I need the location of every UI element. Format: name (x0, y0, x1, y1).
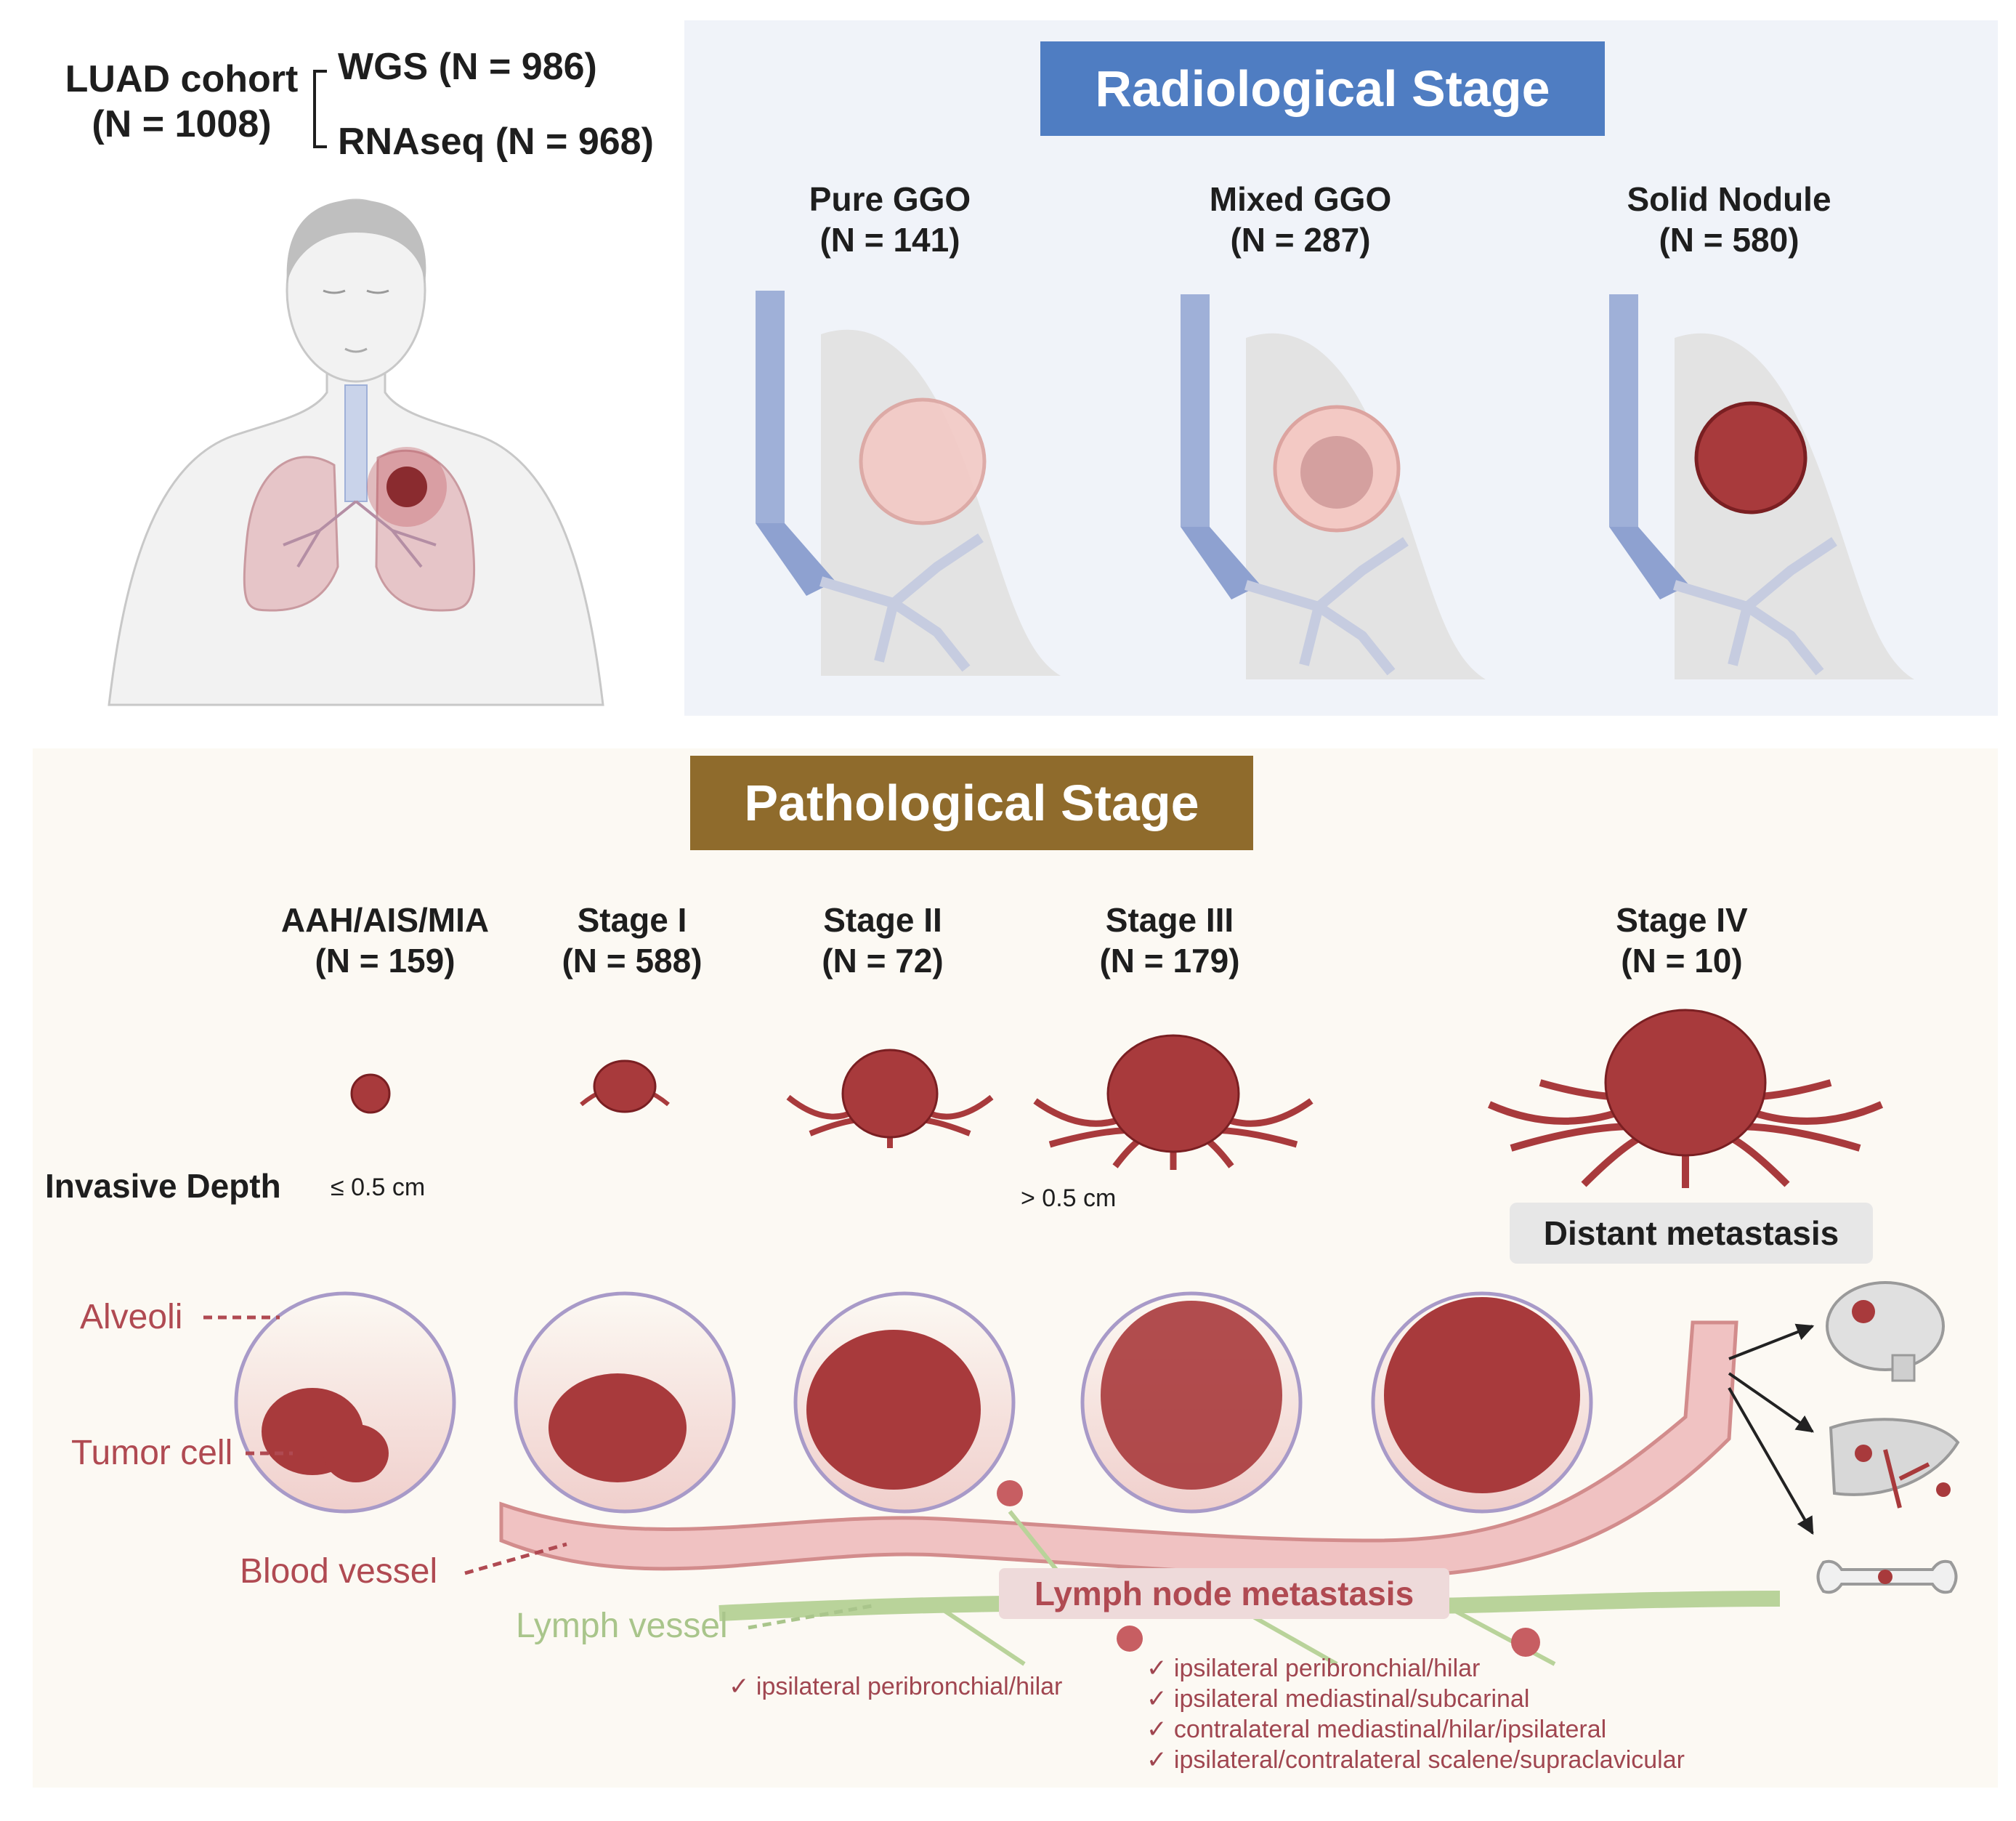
alveolus-3 (793, 1291, 1016, 1514)
cohort-name: LUAD cohort (65, 58, 299, 100)
cohort-count: (N = 1008) (92, 103, 272, 145)
stage-count: (N = 588) (562, 942, 703, 980)
stage-count: (N = 159) (315, 942, 456, 980)
lung-mixed-ggo (1181, 294, 1486, 679)
cohort-title: LUAD cohort (N = 1008) (58, 57, 305, 147)
n2-site-2: ✓ ipsilateral mediastinal/subcarinal (1146, 1685, 1530, 1713)
tumor-stage-ii (786, 1049, 994, 1148)
stage-name: Mixed GGO (1209, 180, 1392, 218)
alveolus-5 (1371, 1291, 1593, 1514)
liver-icon (1829, 1418, 1960, 1509)
radiological-banner: Radiological Stage (1040, 41, 1605, 136)
n2-site-1: ✓ ipsilateral peribronchial/hilar (1146, 1655, 1481, 1682)
distant-metastasis-badge: Distant metastasis (1510, 1203, 1873, 1264)
path-stage-aah: AAH/AIS/MIA (N = 159) (240, 900, 530, 981)
lymph-vessel-label: Lymph vessel (516, 1607, 728, 1645)
radiological-stage-1: Pure GGO (N = 141) (741, 179, 1039, 260)
bone-icon (1816, 1559, 1958, 1594)
tumor-stage-i (580, 1059, 670, 1113)
stage-name: Stage IV (1616, 901, 1748, 939)
path-stage-i: Stage I (N = 588) (523, 900, 741, 981)
radiological-banner-text: Radiological Stage (1095, 60, 1550, 117)
metastasis-arrows (1728, 1323, 1815, 1535)
stage-name: Stage III (1105, 901, 1234, 939)
depth-shallow: ≤ 0.5 cm (331, 1174, 426, 1201)
path-stage-iii: Stage III (N = 179) (1061, 900, 1279, 981)
blood-vessel-pointer (464, 1542, 567, 1575)
stage-name: Stage II (823, 901, 942, 939)
radiological-stage-3: Solid Nodule (N = 580) (1580, 179, 1878, 260)
invasive-depth-label: Invasive Depth (45, 1167, 281, 1205)
pathological-banner-text: Pathological Stage (744, 775, 1199, 831)
alveoli-pointer (203, 1315, 280, 1320)
lymph-node-metastasis-badge: Lymph node metastasis (999, 1568, 1449, 1619)
tumor-cell-pointer (246, 1451, 293, 1455)
stage-count: (N = 10) (1621, 942, 1743, 980)
pathological-banner: Pathological Stage (690, 756, 1253, 850)
path-stage-iv: Stage IV (N = 10) (1573, 900, 1791, 981)
stage-count: (N = 580) (1659, 221, 1800, 259)
stage-count: (N = 179) (1099, 942, 1240, 980)
alveolus-4 (1080, 1291, 1303, 1514)
lymph-vessel-pointer (748, 1604, 873, 1630)
radiological-stage-2: Mixed GGO (N = 287) (1151, 179, 1449, 260)
cohort-bracket (313, 70, 327, 148)
tumor-stage-iii (1033, 1034, 1313, 1170)
depth-deep: > 0.5 cm (1021, 1184, 1117, 1212)
n1-site: ✓ ipsilateral peribronchial/hilar (729, 1673, 1063, 1700)
tumor-aah (350, 1073, 391, 1114)
tumor-stage-iv (1487, 1009, 1884, 1188)
alveolus-1 (234, 1291, 456, 1514)
stage-name: AAH/AIS/MIA (280, 901, 490, 939)
n2-site-4: ✓ ipsilateral/contralateral scalene/supr… (1146, 1746, 1685, 1774)
stage-count: (N = 141) (819, 221, 960, 259)
wgs-count: WGS (N = 986) (338, 46, 597, 88)
stage-count: (N = 72) (822, 942, 944, 980)
lymph-node-metastasis-text: Lymph node metastasis (1034, 1575, 1414, 1612)
blood-vessel-label: Blood vessel (240, 1552, 438, 1591)
stage-name: Solid Nodule (1627, 180, 1831, 218)
stage-name: Pure GGO (809, 180, 971, 218)
path-stage-ii: Stage II (N = 72) (774, 900, 992, 981)
alveoli-row (234, 1291, 1593, 1514)
alveolus-2 (514, 1291, 736, 1514)
lung-solid-nodule (1609, 294, 1914, 679)
stage-count: (N = 287) (1230, 221, 1371, 259)
patient-figure (108, 198, 604, 706)
n2-site-list: ✓ ipsilateral peribronchial/hilar ✓ ipsi… (1146, 1653, 1685, 1775)
tumor-cell-label: Tumor cell (71, 1434, 233, 1472)
n1-site-list: ✓ ipsilateral peribronchial/hilar (729, 1671, 1062, 1702)
distant-metastasis-text: Distant metastasis (1543, 1214, 1839, 1252)
brain-icon (1826, 1281, 1945, 1382)
stage-name: Stage I (577, 901, 687, 939)
rnaseq-count: RNAseq (N = 968) (338, 121, 654, 163)
alveoli-label: Alveoli (80, 1298, 183, 1336)
lung-pure-ggo (756, 291, 1061, 676)
n2-site-3: ✓ contralateral mediastinal/hilar/ipsila… (1146, 1716, 1607, 1743)
